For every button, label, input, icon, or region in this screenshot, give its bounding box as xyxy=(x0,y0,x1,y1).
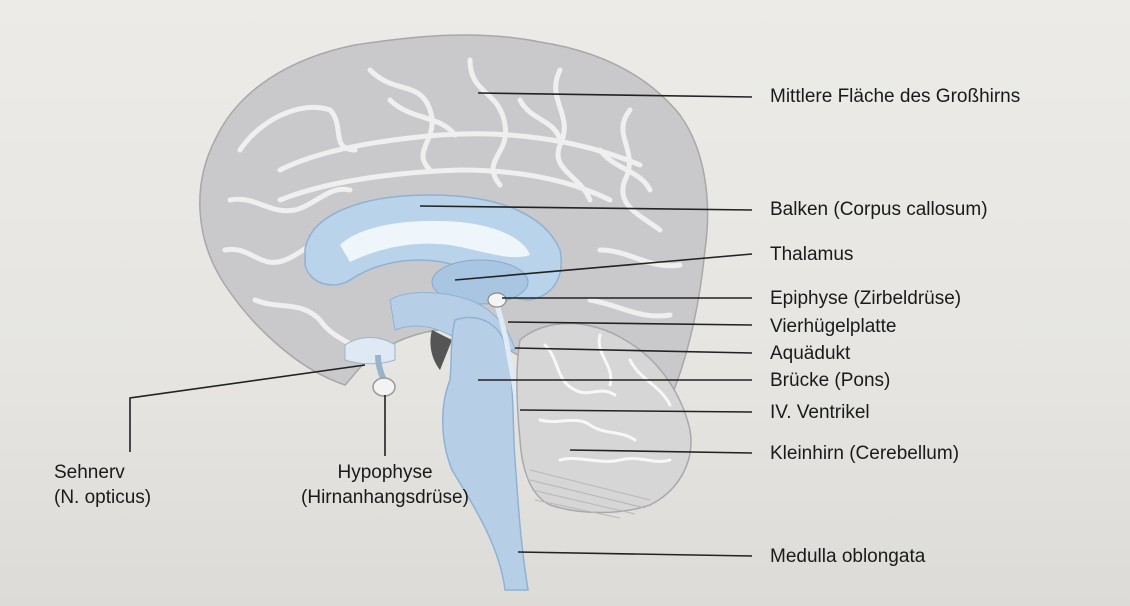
pineal-gland-shape xyxy=(488,293,506,307)
leader-line-medulla xyxy=(518,552,752,556)
pituitary-gland-shape xyxy=(373,378,395,396)
label-medulla: Medulla oblongata xyxy=(770,546,925,568)
optic-nerve-shape xyxy=(345,338,395,364)
label-pituitary-line1: Hypophyse xyxy=(250,462,520,484)
brainstem-shape xyxy=(443,318,528,590)
interpeduncular-cavity xyxy=(430,330,452,370)
label-pituitary-line2: (Hirnanhangsdrüse) xyxy=(250,487,520,509)
label-pons: Brücke (Pons) xyxy=(770,370,890,392)
label-tectal-plate: Vierhügelplatte xyxy=(770,316,896,338)
label-cerebrum: Mittlere Fläche des Großhirns xyxy=(770,86,1020,108)
label-corpus-callosum: Balken (Corpus callosum) xyxy=(770,199,988,221)
label-pineal-gland: Epiphyse (Zirbeldrüse) xyxy=(770,288,961,310)
label-optic-nerve-line2: (N. opticus) xyxy=(54,487,151,509)
label-fourth-ventricle: IV. Ventrikel xyxy=(770,402,870,424)
label-optic-nerve-line1: Sehnerv xyxy=(54,462,125,484)
label-cerebellum: Kleinhirn (Cerebellum) xyxy=(770,443,959,465)
label-thalamus: Thalamus xyxy=(770,244,853,266)
label-aqueduct: Aquädukt xyxy=(770,343,850,365)
